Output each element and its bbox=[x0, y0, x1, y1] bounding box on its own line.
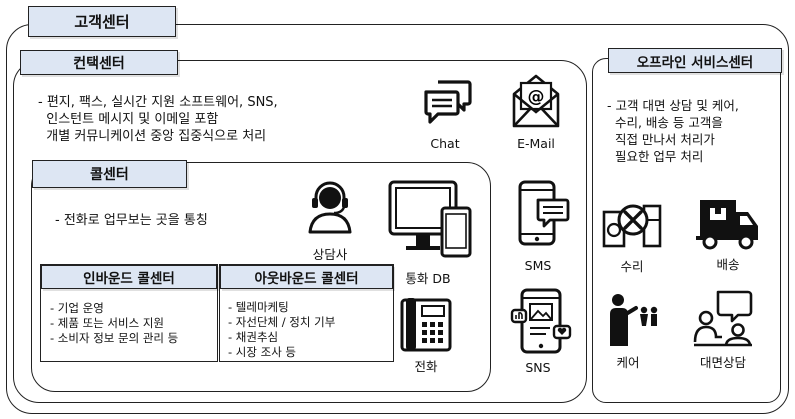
chat-label: Chat bbox=[430, 136, 460, 151]
delivery-label: 배송 bbox=[716, 257, 740, 272]
inbound-item-2: - 제품 또는 서비스 지원 bbox=[50, 316, 164, 330]
outbound-item-1: - 텔레마케팅 bbox=[228, 300, 289, 314]
consultation-label: 대면상담 bbox=[699, 355, 746, 370]
contact-center-desc-2: 인스턴트 메시지 및 이메일 포함 bbox=[38, 112, 219, 127]
inbound-title: 인바운드 콜센터 bbox=[41, 265, 217, 289]
inbound-item-1: - 기업 운영 bbox=[50, 301, 104, 315]
offline-desc-3: 직접 만나서 처리가 bbox=[607, 132, 715, 147]
care-icon bbox=[610, 294, 658, 346]
offline-center-title: 오프라인 서비스센터 bbox=[608, 48, 782, 73]
main-title: 고객센터 bbox=[28, 6, 176, 37]
sms-label: SMS bbox=[524, 258, 552, 273]
agent-label: 상담사 bbox=[312, 247, 348, 262]
outbound-item-4: - 시장 조사 등 bbox=[228, 345, 297, 359]
delivery-icon bbox=[696, 200, 758, 250]
repair-label: 수리 bbox=[620, 259, 644, 274]
offline-desc-4: 필요한 업무 처리 bbox=[607, 149, 704, 164]
sns-label: SNS bbox=[525, 360, 551, 375]
outbound-title: 아웃바운드 콜센터 bbox=[220, 265, 393, 289]
svg-text:@: @ bbox=[528, 87, 545, 107]
sns-icon bbox=[510, 288, 572, 354]
phone-icon bbox=[400, 298, 452, 352]
repair-icon bbox=[602, 204, 662, 248]
email-icon: @ bbox=[512, 74, 560, 128]
outbound-item-3: - 채권추심 bbox=[228, 330, 279, 344]
call-db-label: 통화 DB bbox=[405, 271, 451, 286]
offline-desc-1: - 고객 대면 상담 및 케어, bbox=[607, 98, 739, 113]
agent-icon bbox=[308, 181, 352, 234]
contact-center-desc-3: 개별 커뮤니케이션 중앙 집중식으로 처리 bbox=[38, 129, 267, 144]
phone-label: 전화 bbox=[414, 359, 438, 374]
contact-center-title: 컨택센터 bbox=[20, 50, 178, 75]
call-center-title: 콜센터 bbox=[32, 160, 187, 188]
care-label: 케어 bbox=[616, 355, 640, 370]
call-db-icon bbox=[388, 180, 472, 258]
offline-desc-2: 수리, 배송 등 고객을 bbox=[607, 115, 723, 130]
inbound-item-3: - 소비자 정보 문의 관리 등 bbox=[50, 331, 179, 345]
contact-center-desc-1: - 편지, 팩스, 실시간 지원 소프트웨어, SNS, bbox=[38, 95, 278, 110]
chat-icon bbox=[424, 80, 472, 124]
outbound-item-2: - 자선단체 / 정치 기부 bbox=[228, 315, 336, 329]
call-center-desc: - 전화로 업무보는 곳을 통칭 bbox=[55, 213, 208, 228]
consultation-icon bbox=[693, 290, 753, 347]
sms-icon bbox=[518, 180, 570, 246]
email-label: E-Mail bbox=[517, 136, 555, 151]
